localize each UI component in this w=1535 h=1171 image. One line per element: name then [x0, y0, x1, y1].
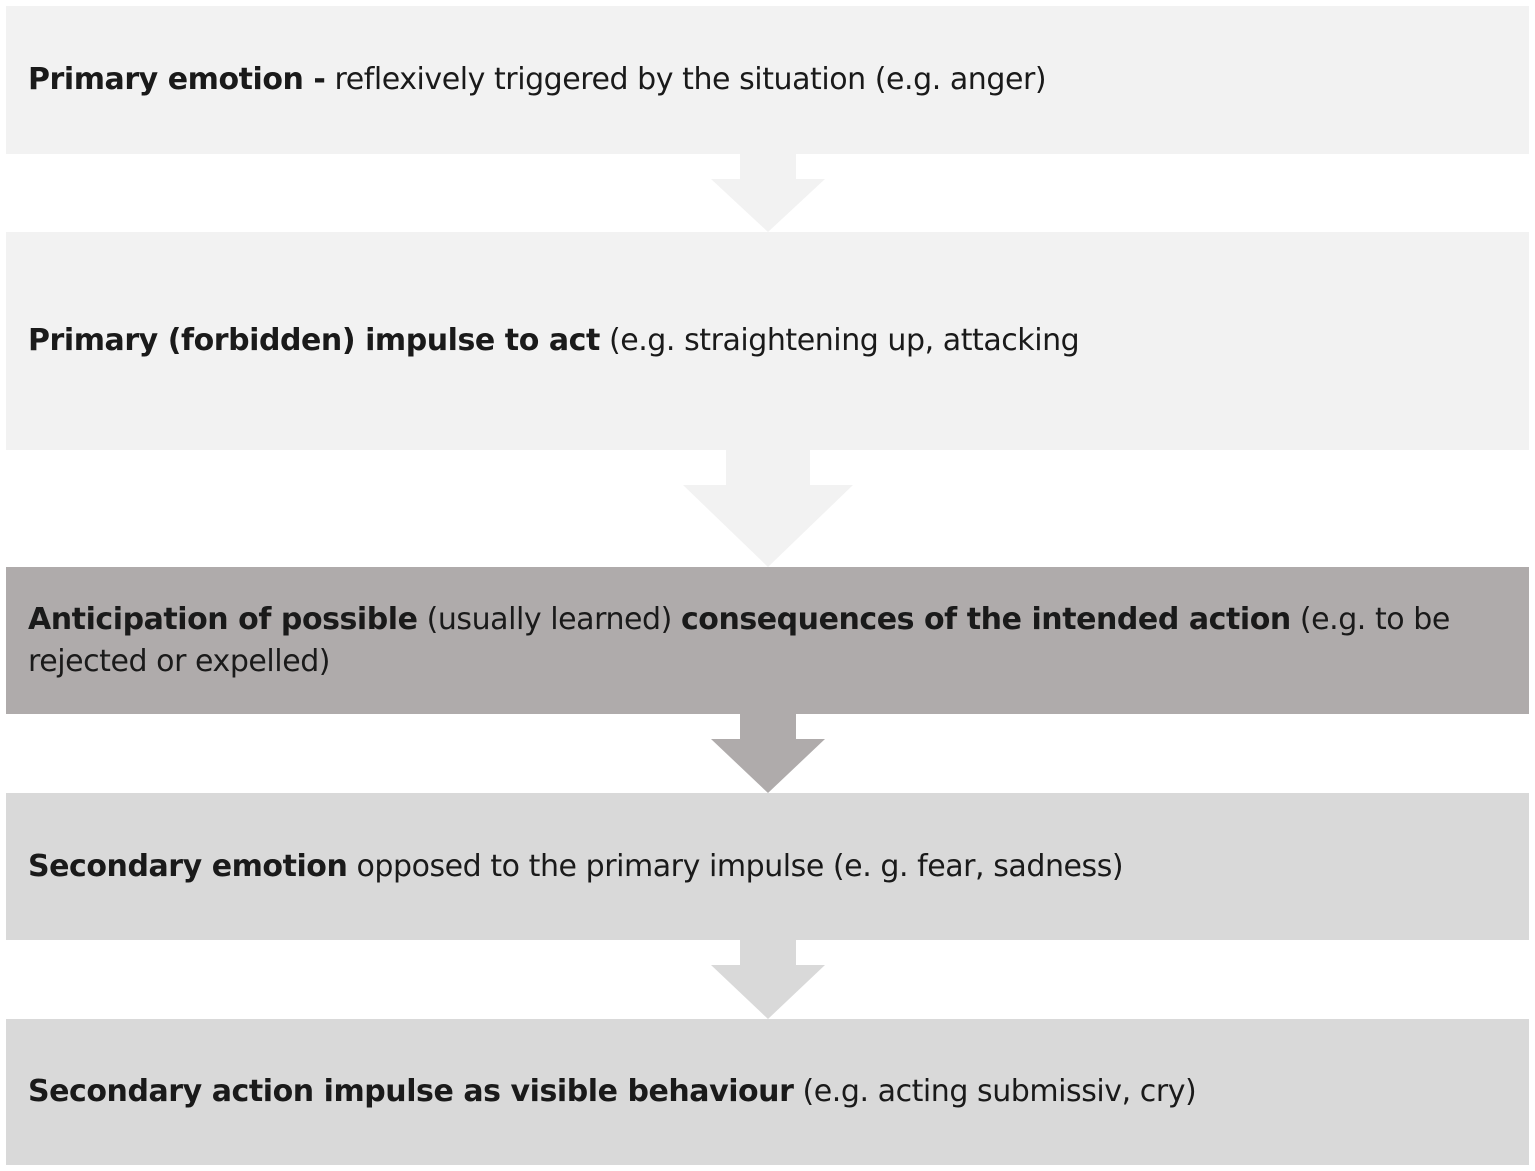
- down-arrow-shape: [711, 714, 825, 793]
- down-arrow-icon: [711, 714, 825, 793]
- step-secondary-emotion: Secondary emotion opposed to the primary…: [6, 793, 1529, 940]
- step-text: Primary (forbidden) impulse to act (e.g.…: [28, 320, 1080, 362]
- step-text-bold: Secondary action impulse as visible beha…: [28, 1074, 794, 1109]
- down-arrow-shape: [711, 940, 825, 1019]
- step-text-bold: consequences of the intended action: [680, 601, 1291, 637]
- step-secondary-action: Secondary action impulse as visible beha…: [6, 1019, 1529, 1165]
- step-primary-emotion: Primary emotion - reflexively triggered …: [6, 6, 1529, 154]
- step-text-regular: (e.g. to be rejected or expelled): [28, 601, 1450, 679]
- step-text: Primary emotion - reflexively triggered …: [28, 59, 1047, 101]
- step-text-bold: Primary emotion -: [28, 62, 326, 97]
- step-text-regular: (e.g. straightening up, attacking: [599, 323, 1080, 358]
- step-text: Secondary action impulse as visible beha…: [28, 1071, 1197, 1113]
- step-anticipation: Anticipation of possible (usually learne…: [6, 567, 1529, 714]
- down-arrow-icon: [683, 450, 853, 567]
- down-arrow-icon: [711, 940, 825, 1019]
- step-text-regular: (e.g. acting submissiv, cry): [793, 1074, 1197, 1109]
- step-text-regular: reflexively triggered by the situation (…: [325, 62, 1047, 97]
- down-arrow-icon: [711, 154, 825, 232]
- step-text: Anticipation of possible (usually learne…: [28, 599, 1505, 683]
- step-text-bold: Primary (forbidden) impulse to act: [28, 323, 600, 358]
- step-text-regular: opposed to the primary impulse (e. g. fe…: [347, 848, 1124, 884]
- step-text-bold: Secondary emotion: [28, 848, 348, 884]
- down-arrow-shape: [683, 450, 853, 567]
- step-text-regular: (usually learned): [417, 601, 681, 637]
- down-arrow-shape: [711, 154, 825, 232]
- step-primary-impulse: Primary (forbidden) impulse to act (e.g.…: [6, 232, 1529, 450]
- step-text-bold: Anticipation of possible: [28, 601, 418, 637]
- step-text: Secondary emotion opposed to the primary…: [28, 846, 1124, 888]
